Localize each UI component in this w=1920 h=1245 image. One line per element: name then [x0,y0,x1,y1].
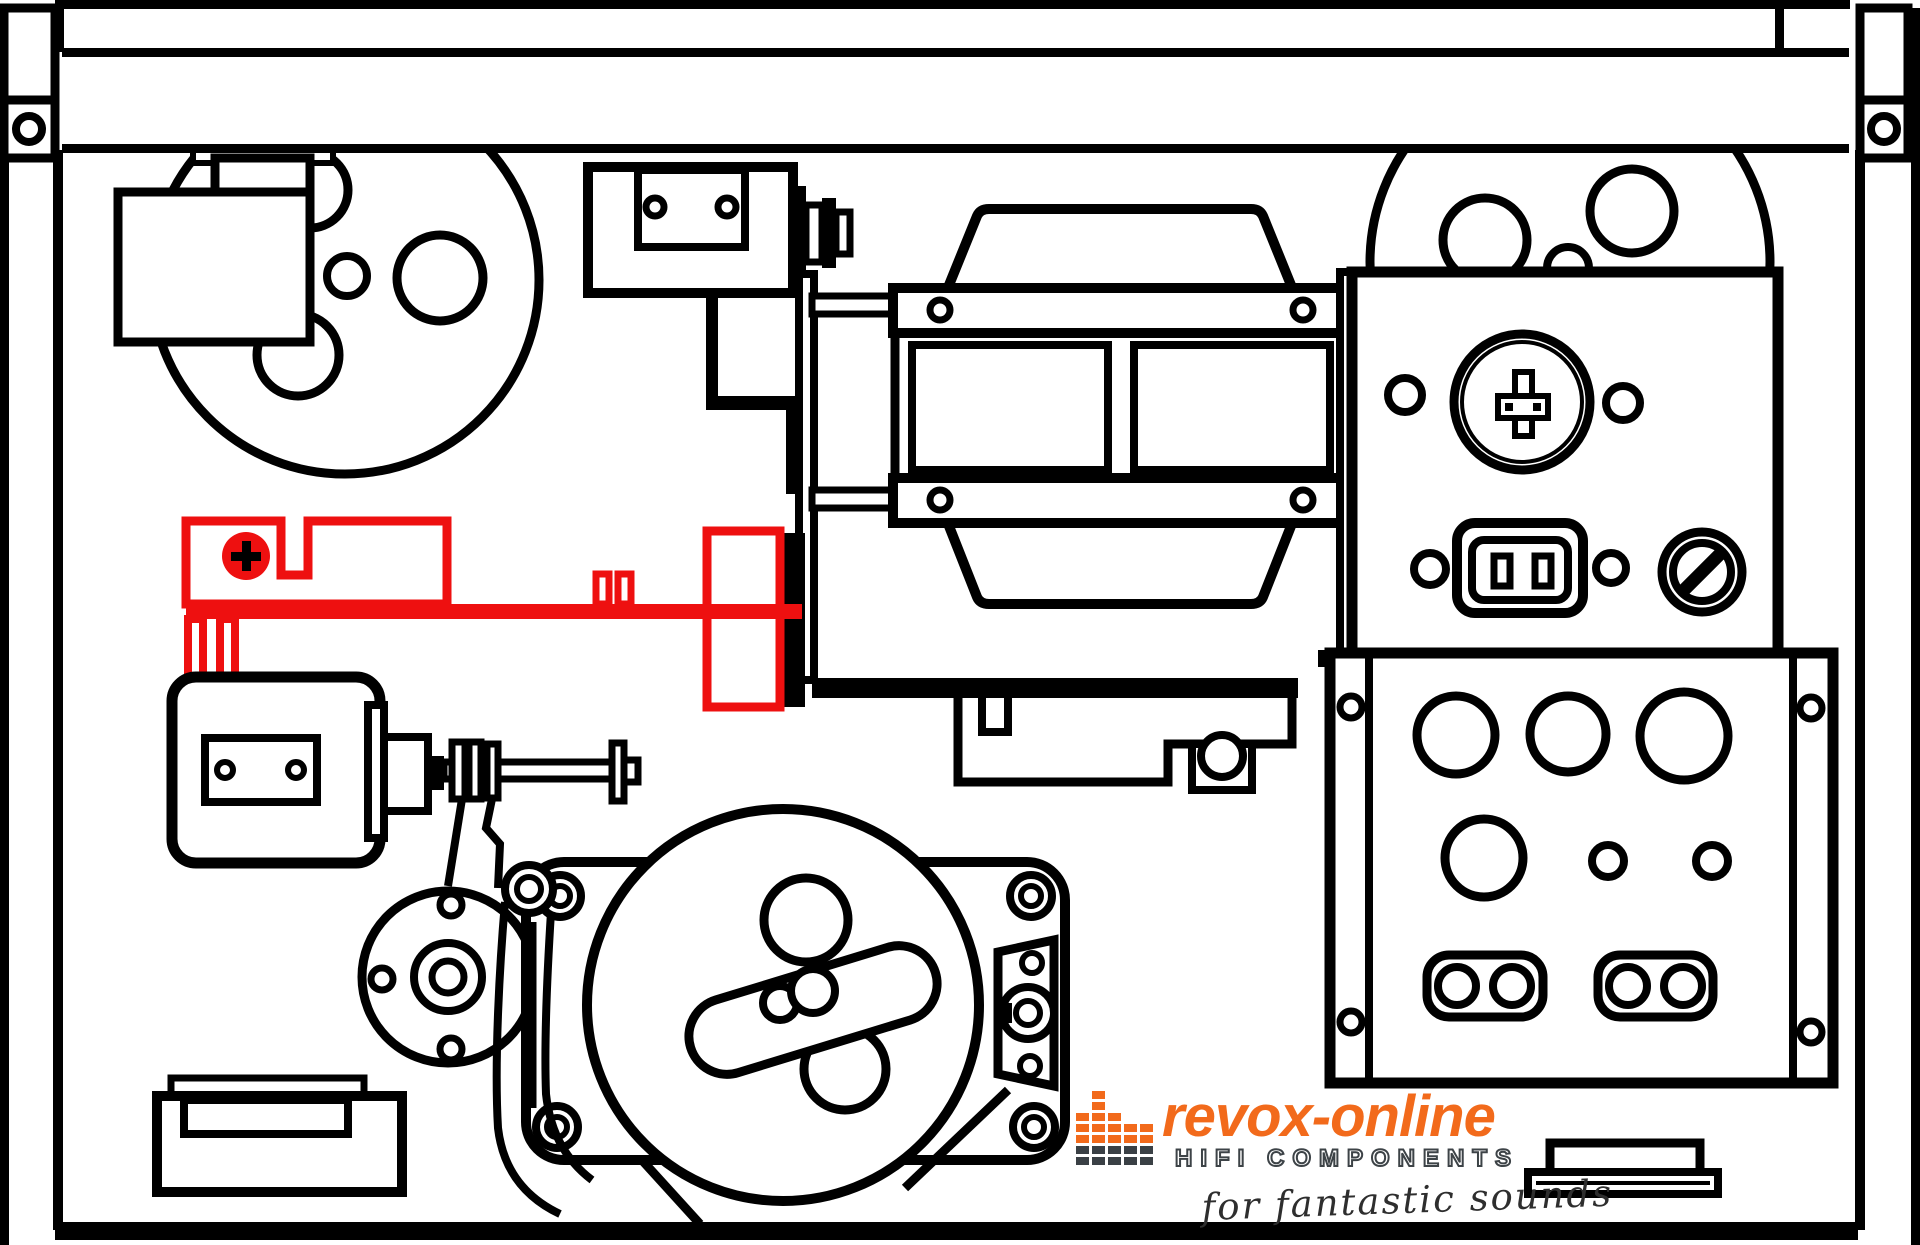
left-rail-inner [53,150,63,1230]
screw-icon [926,486,954,514]
hole-icon [436,1034,466,1064]
screw-icon [714,194,740,220]
head-block [583,162,854,298]
screw-hole-icon [1602,382,1644,424]
connector-panel [1324,647,1839,1089]
transformer-top-clamp [888,283,1353,338]
fuse-holder [1657,527,1747,617]
screw-hole-icon [1410,549,1450,589]
connector-cutout [1593,950,1718,1022]
transformer-window [1130,341,1334,474]
hole-icon [367,964,397,994]
screw-icon [285,759,307,781]
idler-disc [357,886,539,1068]
screw-hole-icon [1796,1017,1826,1047]
transformer-core [890,328,1353,483]
screw-hole-icon [1336,692,1366,722]
bottom-frame-bar [55,1222,1858,1240]
corner-bracket-top-left [0,3,60,105]
socket-pin-slot [1531,552,1555,590]
screw-icon [1289,296,1317,324]
screw-icon [214,759,236,781]
screw-hole-icon [1336,1007,1366,1037]
hole-icon [436,890,466,920]
screw-hole-icon [1384,374,1426,416]
head-shield-blocks [113,147,336,347]
mains-socket [1452,518,1588,618]
left-rail-outer [0,8,9,1245]
screw-icon [642,194,668,220]
corner-bracket-top-right [1855,3,1913,105]
right-rail-inner [1855,150,1865,1230]
voltage-selector-panel [1318,266,1784,667]
right-rail-outer [1911,8,1920,1245]
transformer-window [908,341,1112,474]
chassis-bracket [812,678,1298,794]
pedestal-foot-right [1524,1138,1722,1198]
transformer-bottom-bell [939,516,1301,609]
jack-hole [1440,814,1528,902]
bar-end-cap-right [1775,8,1784,52]
screw-hole-icon [1796,693,1826,723]
voltage-selector [1449,329,1595,475]
transformer-bottom-clamp [888,473,1353,528]
chassis-frame [0,3,1920,1245]
transformer-top-bell [939,204,1301,295]
jack-hole-small [1588,841,1628,881]
pedestal-foot-left [152,1074,407,1197]
mains-transformer [888,204,1353,609]
jack-hole [1635,687,1733,785]
linkage-rod [440,738,642,889]
brand-tagline: HIFI COMPONENTS [1175,1145,1519,1172]
highlighted-lever-bracket [181,516,805,712]
corner-screw-hole-icon [1867,112,1901,146]
socket-pin-slot [1490,552,1514,590]
jack-hole-small [1692,841,1732,881]
screw-hole-icon [1592,549,1630,587]
capstan-motor-assembly [521,804,1070,1228]
jack-hole [1525,691,1611,777]
solenoid [166,671,444,869]
equalizer-icon [1076,1091,1153,1165]
top-frame-bar [55,0,1850,153]
connector-cutout [1422,950,1548,1022]
motor-shaft [787,965,839,1017]
belt-pulley [492,861,595,1218]
jack-hole [1412,691,1500,779]
brand-wordmark: revox-online [1162,1084,1495,1149]
screw-icon [926,296,954,324]
corner-screw-hole-icon [12,112,46,146]
screw-icon [1289,486,1317,514]
motor-vent-hole [759,873,853,967]
roller-icon [1197,731,1247,781]
